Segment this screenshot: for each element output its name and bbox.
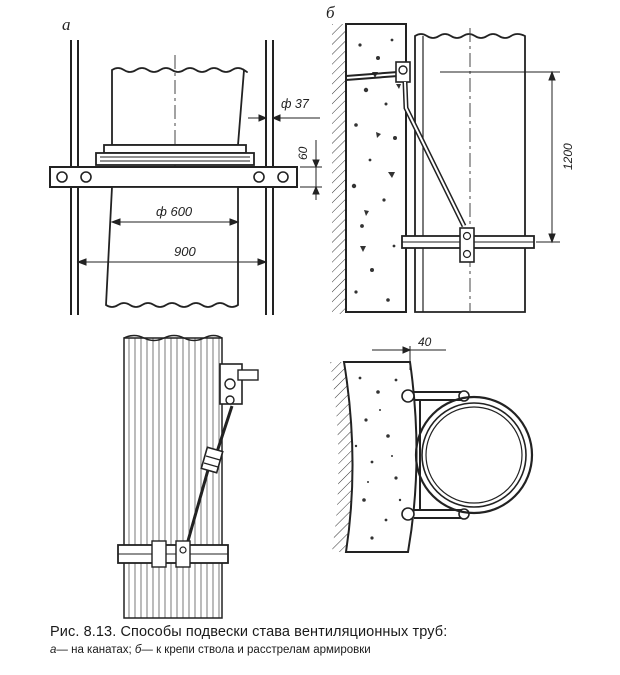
dim-pipe-diameter-label: ф 600 bbox=[156, 204, 193, 219]
upper-anchor bbox=[219, 363, 259, 405]
legend-b-text: — к крепи ствола и расстрелам армировки bbox=[141, 644, 371, 656]
lower-clamp bbox=[117, 540, 229, 568]
lower-pipe bbox=[105, 186, 239, 308]
dim-rope-diameter-label: ф 37 bbox=[281, 97, 310, 111]
clamp-bar bbox=[49, 166, 298, 188]
dim-rod-length-label: 1200 bbox=[561, 143, 575, 170]
legend-b-letter: б bbox=[134, 644, 142, 656]
caption-legend: а— на канатах; б— к крепи ствола и расст… bbox=[50, 642, 610, 658]
figure-drawing: а bbox=[49, 3, 575, 619]
pipe-flange bbox=[95, 144, 255, 166]
caption-title: Рис. 8.13. Способы подвески става вентил… bbox=[50, 624, 448, 640]
legend-a-text: — на канатах; bbox=[56, 644, 132, 656]
plan-concrete-texture bbox=[354, 376, 402, 540]
dim-offset bbox=[372, 346, 446, 370]
dim-flange-height-label: 60 bbox=[296, 146, 310, 160]
panel-a: а bbox=[49, 15, 322, 315]
panel-a-elevation bbox=[117, 334, 259, 619]
legend-a-letter: а bbox=[50, 644, 57, 656]
pipe-ring bbox=[414, 395, 534, 515]
dim-rope-diameter bbox=[248, 114, 320, 122]
plan-lining bbox=[342, 361, 418, 553]
dim-rod-length bbox=[440, 70, 560, 244]
clamp-band bbox=[401, 227, 535, 263]
turnbuckle bbox=[200, 446, 224, 474]
panel-b-letter: б bbox=[326, 3, 335, 22]
top-bracket bbox=[345, 61, 411, 83]
suspension-rope bbox=[184, 405, 234, 549]
dim-flange-height bbox=[300, 140, 322, 200]
panel-b-plan: 40 bbox=[330, 335, 534, 553]
dim-offset-label: 40 bbox=[418, 335, 432, 349]
dim-span bbox=[76, 258, 268, 266]
panel-b-elevation: б bbox=[326, 3, 575, 314]
figure-caption: Рис. 8.13. Способы подвески става вентил… bbox=[50, 622, 610, 658]
panel-a-letter: а bbox=[62, 15, 71, 34]
dim-pipe-diameter bbox=[110, 218, 240, 226]
upper-pipe bbox=[111, 67, 248, 146]
dim-span-label: 900 bbox=[174, 244, 196, 259]
